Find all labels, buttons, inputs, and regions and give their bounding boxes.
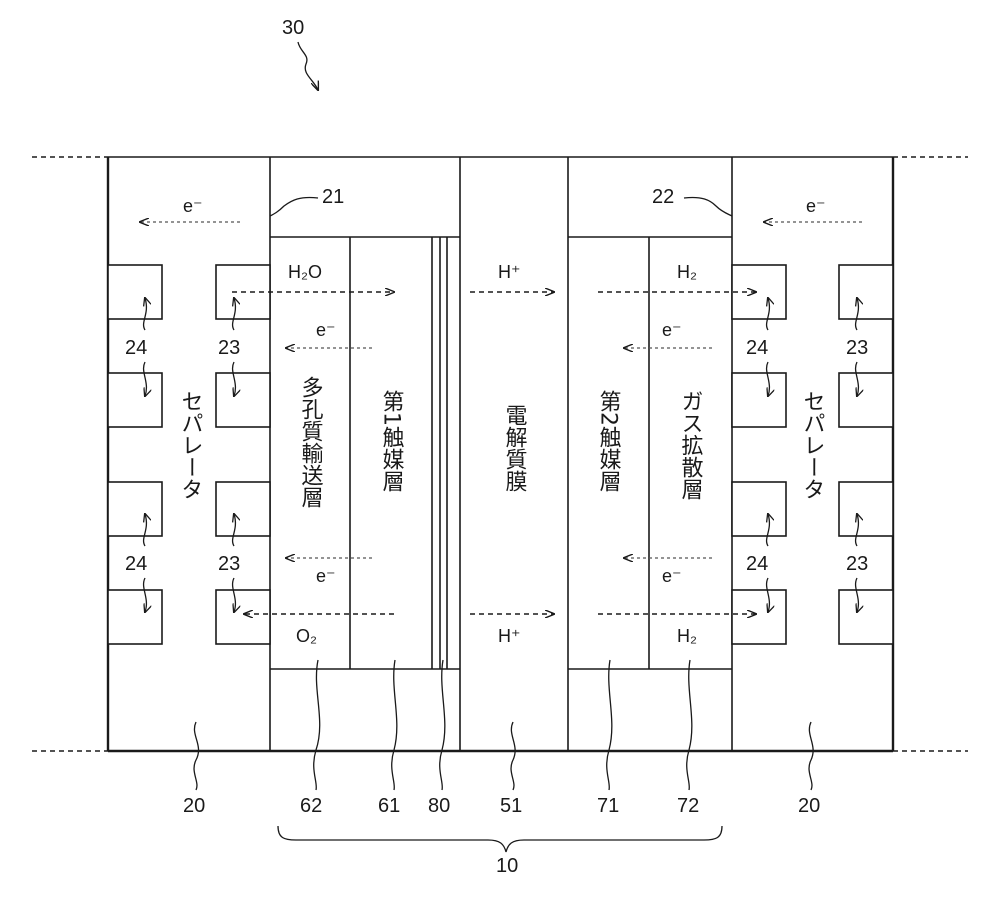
channel-23-box — [839, 590, 893, 644]
channel-23-box — [216, 590, 270, 644]
channel-24-box — [732, 265, 786, 319]
ref-label-24: 24 — [125, 553, 147, 575]
ref-label-72: 72 — [677, 795, 699, 817]
ref-leader — [440, 660, 445, 790]
ref-label-62: 62 — [300, 795, 322, 817]
separator-label-right: セパレータ — [800, 390, 825, 500]
electron-label: e⁻ — [183, 196, 203, 216]
oxygen-label: O₂ — [296, 626, 317, 646]
electron-label: e⁻ — [316, 566, 336, 586]
ref-label-80: 80 — [428, 795, 450, 817]
ref-label-24: 24 — [746, 553, 768, 575]
ref-leader — [607, 660, 612, 790]
ref-label-23: 23 — [218, 337, 240, 359]
proton-label: H⁺ — [498, 262, 521, 282]
group-brace — [278, 826, 722, 852]
figure-ref-arrow — [298, 42, 318, 90]
channel-24-box — [108, 265, 162, 319]
ref-label-61: 61 — [378, 795, 400, 817]
channel-23-box — [216, 482, 270, 536]
ref-label-71: 71 — [597, 795, 619, 817]
electron-label: e⁻ — [806, 196, 826, 216]
ref-leader — [809, 722, 813, 790]
ref-leader — [194, 722, 199, 790]
ref-label-23: 23 — [218, 553, 240, 575]
ref-label-23: 23 — [846, 553, 868, 575]
catalyst-layer-1-label: 第1触媒層 — [379, 390, 405, 492]
ref-leader — [687, 660, 692, 790]
ref-label-24: 24 — [125, 337, 147, 359]
ref-label-21: 21 — [322, 186, 344, 208]
proton-label: H⁺ — [498, 626, 521, 646]
channel-24-box — [732, 482, 786, 536]
ref-leader — [314, 660, 320, 790]
hydrogen-label: H₂ — [677, 262, 697, 282]
electron-label: e⁻ — [662, 566, 682, 586]
channel-23-box — [839, 265, 893, 319]
channel-23-box — [839, 482, 893, 536]
ref-label-24: 24 — [746, 337, 768, 359]
channel-24-box — [732, 373, 786, 427]
ref-label-51: 51 — [500, 795, 522, 817]
ref-leader — [511, 722, 515, 790]
ref-label-20: 20 — [798, 795, 820, 817]
electron-label: e⁻ — [316, 320, 336, 340]
ref-22-leader — [684, 197, 732, 216]
channel-24-box — [732, 590, 786, 644]
ref-label-23: 23 — [846, 337, 868, 359]
ref-label-20: 20 — [183, 795, 205, 817]
electrolyte-membrane-label: 電解質膜 — [502, 404, 528, 492]
porous-transport-layer-label: 多孔質輸送層 — [298, 376, 324, 508]
hydrogen-label: H₂ — [677, 626, 697, 646]
ref-21-leader — [270, 197, 318, 216]
catalyst-layer-2-label: 第2触媒層 — [596, 390, 622, 492]
channel-23-box — [216, 373, 270, 427]
group-ref-label: 10 — [496, 855, 518, 877]
channel-24-box — [108, 590, 162, 644]
channel-24-box — [108, 482, 162, 536]
ref-label-22: 22 — [652, 186, 674, 208]
separator-label-left: セパレータ — [178, 390, 203, 500]
electron-label: e⁻ — [662, 320, 682, 340]
gas-diffusion-layer-label: ガス拡散層 — [678, 390, 704, 500]
water-label: H₂O — [288, 262, 322, 282]
channel-23-box — [839, 373, 893, 427]
ref-leader — [392, 660, 397, 790]
figure-ref-label: 30 — [282, 17, 304, 39]
channel-24-box — [108, 373, 162, 427]
